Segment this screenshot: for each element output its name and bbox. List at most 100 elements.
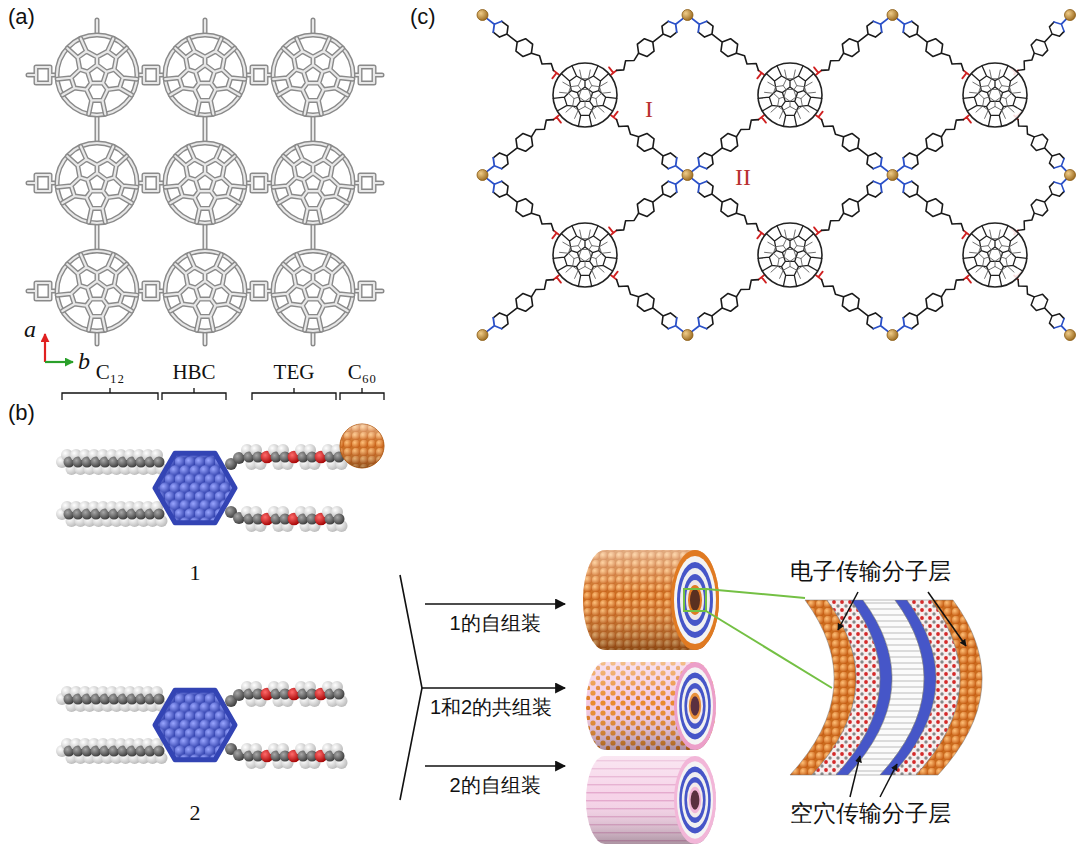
fullerene [57, 251, 137, 331]
metal-atom [887, 330, 898, 341]
tube-ring [689, 787, 701, 813]
fullerene [165, 251, 245, 331]
axis-label: a [24, 316, 36, 344]
tube-ring [677, 667, 713, 744]
segment-label: C₁₂ [96, 360, 125, 384]
ligand-arm [606, 172, 688, 241]
tube-ring [680, 568, 710, 632]
metal-atom [887, 170, 898, 181]
tube-shade [583, 550, 719, 650]
panel-letter: (c) [410, 4, 436, 29]
ligand-arm [892, 12, 974, 81]
molecule-number-holder: 2 [190, 800, 201, 825]
axis-b-arrow [45, 361, 73, 363]
panel-letter-holder: (b) [8, 400, 35, 425]
c60-ball [340, 424, 384, 468]
assembly-arrows [400, 575, 565, 800]
layer-label: 空穴传输分子层 [790, 800, 951, 826]
process-label: 1和2的共组装 [430, 696, 552, 719]
fullerene [57, 143, 137, 223]
process-label: 1的自组装 [449, 612, 540, 635]
tube-ring [677, 562, 713, 638]
metal-atom [682, 330, 693, 341]
tube-ring [687, 688, 703, 723]
segment-label-holder: C₁₂ [96, 360, 125, 384]
fullerene [57, 35, 137, 115]
ligand-arm [811, 109, 893, 178]
panel-letter: (b) [8, 400, 35, 425]
tube-body [586, 756, 716, 844]
fullerene [165, 143, 245, 223]
tube-hollow [690, 589, 700, 611]
tube-shade [586, 662, 716, 750]
panel-letter-holder: (c) [410, 4, 436, 29]
lattice-bonds [28, 20, 382, 344]
ligand-arm [811, 12, 893, 81]
nanotube-3 [586, 756, 716, 844]
pore-label: II [735, 164, 751, 192]
ligand-arm [892, 269, 974, 338]
tube-ring [682, 772, 708, 828]
pore-label-holder: I [645, 96, 653, 124]
fullerene [550, 221, 620, 290]
axis-indicator [45, 334, 73, 362]
pointer-arrow [880, 764, 897, 797]
ligand-arm [687, 172, 769, 241]
ligand-arm [482, 12, 564, 81]
pore-label-holder: II [735, 164, 751, 192]
fullerene [960, 61, 1030, 130]
pore-label: I [645, 96, 653, 124]
arrow [425, 603, 565, 605]
layer-label-holder: 电子传输分子层 [790, 558, 951, 584]
fullerene [165, 35, 245, 115]
zoom-line [706, 589, 805, 598]
arrow [422, 687, 565, 689]
ligand-arm [687, 12, 769, 81]
tube-ring [674, 556, 716, 644]
segment-brackets [62, 388, 384, 400]
pointer-arrow [928, 592, 966, 646]
process-label-holder: 1的自组装 [449, 612, 540, 635]
ligand-arm [892, 109, 974, 178]
tube-ring [679, 767, 711, 834]
molecule-number: 1 [190, 560, 201, 585]
tube-ring [682, 678, 708, 734]
segment-label-holder: TEG [274, 360, 315, 384]
ligand-arm [482, 269, 564, 338]
metal-atom [477, 170, 488, 181]
tube-ring [689, 693, 701, 719]
zoom-box [684, 589, 706, 611]
nanotube-1 [583, 550, 719, 650]
ligand-arm [687, 109, 769, 178]
nanotube-2 [586, 662, 716, 750]
metal-atom [887, 10, 898, 21]
panel-letter-holder: (a) [8, 4, 35, 29]
ligand-arm [1008, 13, 1072, 80]
ligand-arm [1008, 173, 1072, 240]
layer-label: 电子传输分子层 [790, 558, 951, 584]
merge-lines [400, 575, 422, 800]
fullerene [273, 143, 353, 223]
axis-a-arrow [44, 334, 46, 362]
ligand-arm [482, 109, 564, 178]
tube-ring [686, 580, 704, 620]
layer-pointers [838, 592, 966, 797]
tube-hollow [691, 696, 700, 715]
segment-label-holder: C₆₀ [348, 360, 377, 384]
metal-atom [1065, 170, 1076, 181]
metal-atom [682, 10, 693, 21]
metal-atom [477, 10, 488, 21]
layer-label-holder: 空穴传输分子层 [790, 800, 951, 826]
segment-label: TEG [274, 360, 315, 384]
framework-arms [482, 12, 1073, 338]
metal-atom [682, 170, 693, 181]
tube-ring [684, 683, 705, 729]
metal-atom [1065, 10, 1076, 21]
ligand-arm [606, 12, 688, 81]
tube-shade [586, 756, 716, 844]
tube-ring [674, 756, 716, 844]
fullerene [273, 35, 353, 115]
process-label-holder: 1和2的共组装 [430, 696, 552, 719]
zoom-line [706, 611, 832, 688]
